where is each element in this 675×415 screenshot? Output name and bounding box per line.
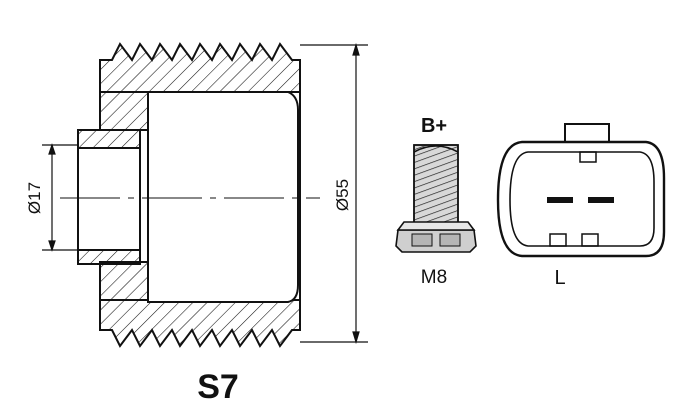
pulley-web-upper — [99, 91, 151, 131]
bore-dimension — [42, 143, 78, 252]
pulley-upper-rim — [99, 42, 301, 93]
connector-pin-1 — [547, 197, 573, 203]
terminal-bolt — [395, 144, 477, 253]
pulley-hub-lower — [77, 249, 141, 265]
bore-diameter-label: Ø17 — [25, 182, 44, 214]
outer-diameter-label: Ø55 — [333, 179, 352, 211]
terminal-thread-label: M8 — [421, 267, 447, 288]
pulley-bore — [77, 147, 141, 251]
pulley-code-label: S7 — [197, 368, 239, 406]
pulley-hub-upper — [77, 129, 141, 149]
pulley-web-lower — [99, 261, 151, 301]
connector-label: L — [554, 267, 565, 289]
connector-pin-2 — [588, 197, 614, 203]
connector-plug — [496, 123, 666, 258]
terminal-label: B+ — [421, 115, 447, 137]
pulley-section — [60, 42, 320, 348]
pulley-inner-cavity — [147, 91, 299, 303]
pulley-lower-rim — [99, 299, 301, 348]
outer-dimension — [300, 42, 368, 345]
